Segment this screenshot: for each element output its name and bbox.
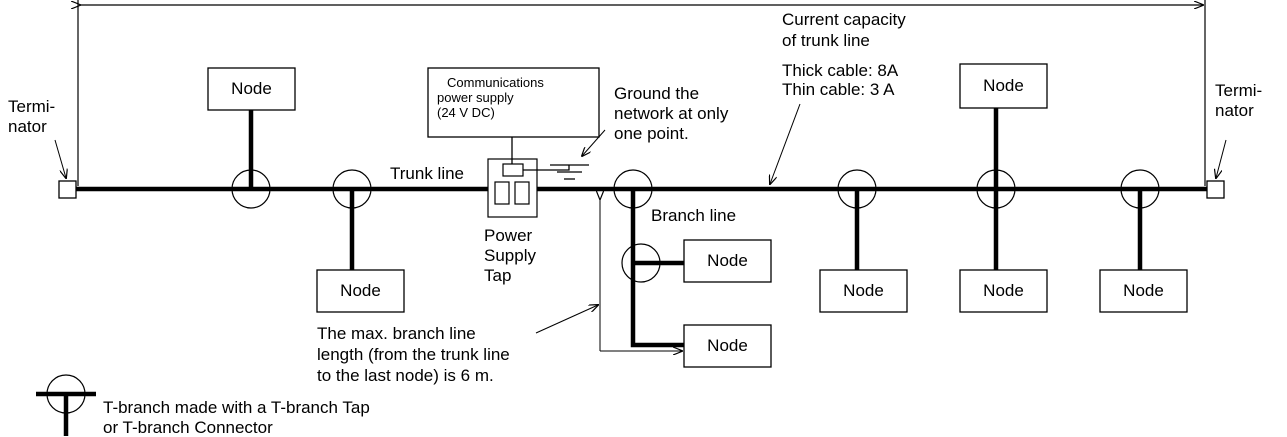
terminator-right-label: Termi- xyxy=(1215,81,1263,100)
ground-note: Ground the xyxy=(614,84,700,103)
node-label: Node xyxy=(707,336,748,355)
node-box xyxy=(683,324,772,368)
power-supply-tap-label: Supply xyxy=(484,246,536,265)
power-supply-tap-label: Power xyxy=(484,226,533,245)
max-branch-length-note: length (from the trunk line xyxy=(317,345,510,364)
node-box xyxy=(959,269,1048,313)
trunk-length-dimension xyxy=(78,0,1206,186)
ground-note: one point. xyxy=(614,124,689,143)
node-label: Node xyxy=(231,79,272,98)
terminator-left-label: nator xyxy=(8,117,47,136)
comm-power-supply-label: Communications xyxy=(447,75,544,90)
t-branch-legend-icon xyxy=(36,374,96,436)
node-label: Node xyxy=(983,76,1024,95)
terminator-right-label: nator xyxy=(1215,101,1254,120)
max-branch-length-note: to the last node) is 6 m. xyxy=(317,366,494,385)
node-box xyxy=(1099,269,1188,313)
node-label: Node xyxy=(707,251,748,270)
node-boxes xyxy=(207,63,1188,368)
node-label: Node xyxy=(983,281,1024,300)
current-capacity-label: Current capacity xyxy=(782,10,906,29)
node-box xyxy=(683,239,772,283)
terminator-right xyxy=(1206,180,1225,199)
branch-drop-lines xyxy=(248,108,1143,348)
node-box xyxy=(819,269,908,313)
node-box xyxy=(207,67,296,111)
node-label: Node xyxy=(843,281,884,300)
comm-power-supply-label: (24 V DC) xyxy=(437,105,495,120)
max-branch-length-note: The max. branch line xyxy=(317,324,476,343)
legend-label: T-branch made with a T-branch Tap xyxy=(103,398,370,417)
terminator-right-pointer xyxy=(1216,139,1227,178)
ground-note: network at only xyxy=(614,104,729,123)
node-box xyxy=(959,63,1048,109)
terminator-left-pointer xyxy=(54,139,66,178)
comm-power-supply-label: power supply xyxy=(437,90,514,105)
power-supply-tap xyxy=(487,158,538,218)
current-capacity-pointer xyxy=(770,103,801,184)
terminator-left xyxy=(58,180,77,199)
terminator-left-label: Termi- xyxy=(8,97,56,116)
legend-label: or T-branch Connector xyxy=(103,418,273,437)
ground-icon xyxy=(523,164,589,180)
current-capacity-label: of trunk line xyxy=(782,31,870,50)
power-supply-tap-label: Tap xyxy=(484,266,512,285)
trunk-line-label: Trunk line xyxy=(390,164,465,183)
node-box xyxy=(316,269,405,313)
branch-line-label: Branch line xyxy=(651,206,737,225)
thick-cable-label: Thick cable: 8A xyxy=(782,61,899,80)
comm-power-supply-box xyxy=(427,67,600,138)
node-label: Node xyxy=(340,281,381,300)
thin-cable-label: Thin cable: 3 A xyxy=(782,80,895,99)
ground-pointer xyxy=(582,129,606,156)
node-label: Node xyxy=(1123,281,1164,300)
branch-length-dimension xyxy=(535,199,682,351)
